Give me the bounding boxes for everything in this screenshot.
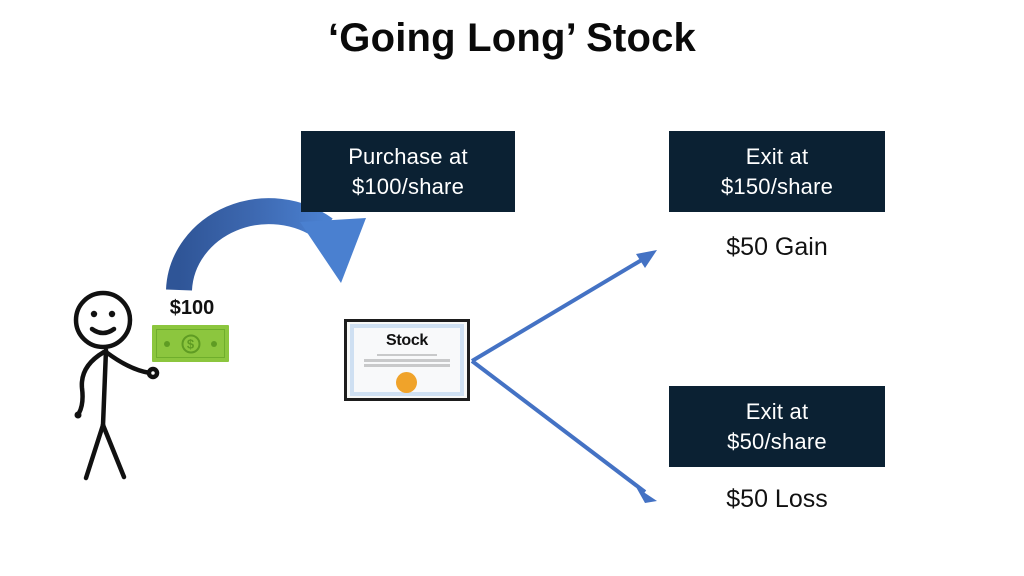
certificate-line-3: [364, 364, 450, 367]
banknote-inner-border: [156, 329, 225, 358]
down-right-arrow: [470, 359, 657, 503]
certificate-line-1: [377, 354, 437, 356]
stock-certificate-icon: Stock: [344, 319, 470, 401]
money-amount-label: $100: [169, 297, 215, 319]
exit-high-callout-box: Exit at $150/share: [669, 131, 885, 212]
loss-result-label: $50 Loss: [726, 485, 828, 513]
up-right-arrow: [470, 250, 657, 363]
page-title: ‘Going Long’ Stock: [327, 16, 697, 60]
banknote-dot-left: [164, 340, 170, 347]
banknote-dot-right: [211, 340, 217, 347]
certificate-line-2: [364, 359, 450, 362]
exit-low-callout-box: Exit at $50/share: [669, 386, 885, 467]
certificate-title: Stock: [385, 332, 429, 349]
banknote-icon: $: [152, 325, 229, 362]
gold-seal-icon: [396, 372, 417, 393]
gain-result-label: $50 Gain: [726, 233, 828, 261]
purchase-callout-box: Purchase at $100/share: [301, 131, 515, 212]
dollar-sign-icon: $: [181, 334, 200, 353]
